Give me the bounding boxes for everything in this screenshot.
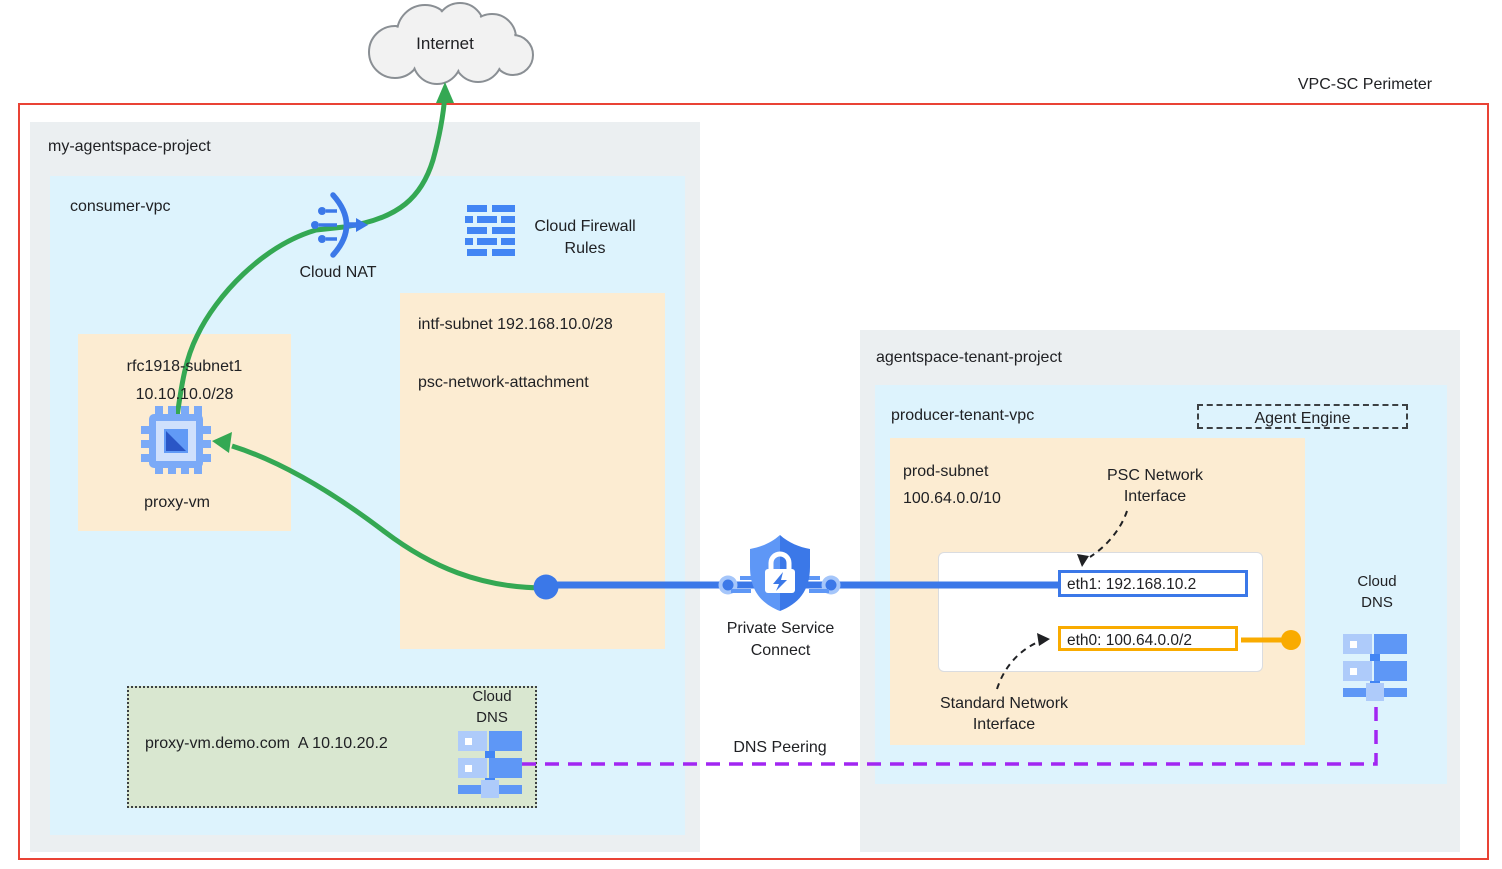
std-nic-label: Standard Network Interface [939, 695, 1069, 733]
vpc-sc-perimeter-box [18, 103, 1489, 860]
cloud-nat-label: Cloud NAT [299, 264, 377, 281]
intf-subnet-title: intf-subnet 192.168.10.0/28 [418, 316, 613, 333]
tenant-project-title: agentspace-tenant-project [876, 349, 1062, 366]
eth0-interface: eth0: 100.64.0.0/2 [1058, 626, 1238, 651]
consumer-vpc-title: consumer-vpc [70, 198, 171, 215]
intf-subnet-box [400, 293, 665, 649]
producer-vpc-title: producer-tenant-vpc [891, 407, 1035, 424]
psc-attachment-label: psc-network-attachment [418, 374, 589, 391]
agent-engine-box: Agent Engine [1197, 404, 1408, 429]
internet-label: Internet [416, 34, 474, 53]
firewall-label: Cloud Firewall Rules [534, 218, 636, 257]
psc-nic-label: PSC Network Interface [1106, 467, 1204, 505]
dns-peering-label: DNS Peering [733, 739, 827, 756]
prod-subnet-cidr: 100.64.0.0/10 [903, 490, 1001, 507]
proxy-vm-label: proxy-vm [144, 494, 210, 511]
psc-label: Private Service Connect [726, 620, 835, 659]
cloud-dns-right-label: Cloud DNS [1357, 573, 1397, 611]
eth1-interface: eth1: 192.168.10.2 [1058, 570, 1248, 597]
perimeter-label: VPC-SC Perimeter [1297, 76, 1433, 93]
my-project-title: my-agentspace-project [48, 138, 211, 155]
prod-subnet-name: prod-subnet [903, 463, 989, 480]
rfc-subnet-name: rfc1918-subnet1 [126, 358, 243, 375]
dns-record: proxy-vm.demo.com A 10.10.20.2 [145, 735, 388, 752]
rfc-subnet-cidr: 10.10.10.0/28 [135, 386, 234, 403]
dns-zone-label: Cloud DNS [472, 688, 512, 726]
